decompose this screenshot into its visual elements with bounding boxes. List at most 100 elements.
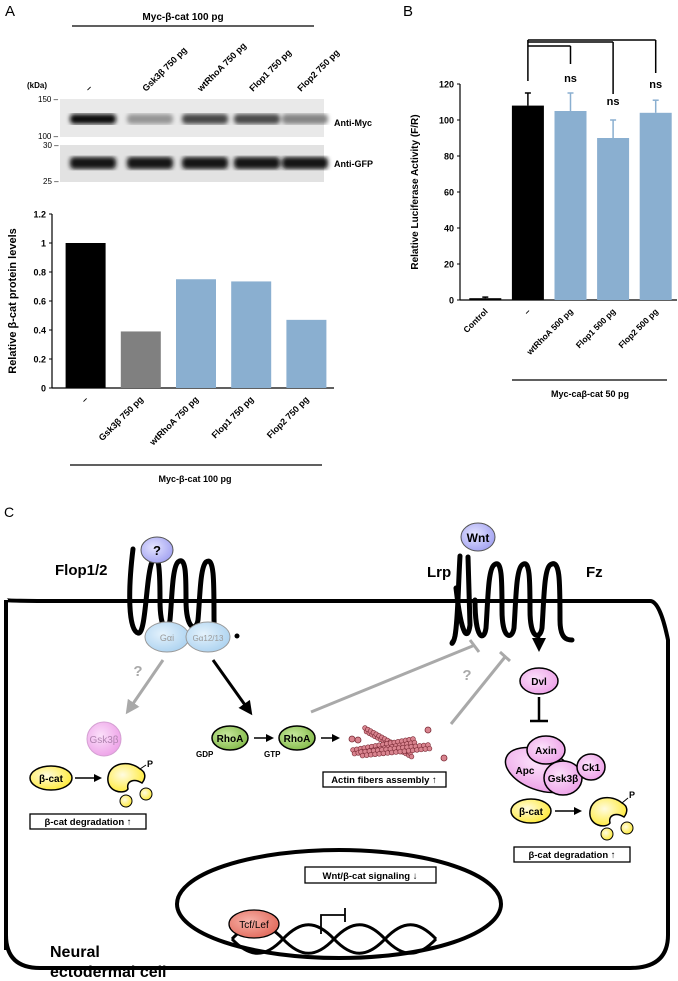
gfp-band [182,157,228,169]
wnt-signaling-box [304,866,437,884]
bcat-degradation-right-label: β-cat degradation ↑ [528,850,615,861]
bar [231,281,272,388]
x-tick-label: Control [461,306,489,334]
question-mark-2: ? [462,667,471,684]
bar [65,243,106,388]
actin-assembly-label: Actin fibers assembly ↑ [331,775,437,786]
y-tick-label: 1 [41,239,46,249]
significance-label: ns [564,73,577,85]
unknown-ligand-label: ? [153,543,161,558]
chart-b-group-label: Myc-caβ-cat 50 pg [551,389,629,399]
myc-band [127,114,173,124]
marker-100: 100 – [38,132,59,141]
y-tick-label: 100 [439,116,454,126]
bar [286,319,327,388]
unknown-ligand [140,536,174,564]
fragment-left-1 [119,794,133,808]
y-tick-label: 120 [439,80,454,90]
wnt-label: Wnt [467,531,490,545]
gfp-band [70,157,116,169]
y-tick-label: 0 [449,296,454,306]
x-tick-label: Gsk3β 750 pg [97,394,145,442]
bcat-left [29,765,73,791]
myc-band [182,114,228,124]
x-tick-label: – [522,306,533,317]
actin-monomer [426,745,433,752]
marker-150: 150 – [38,95,59,104]
flop-receptor [127,546,221,638]
blot-group-label: Myc-β-cat 100 pg [142,12,223,23]
panel-label-b: B [403,3,413,20]
axin-label: Axin [535,746,557,757]
rhoa-gtp [278,725,316,751]
blot-lane-label: wtRhoA 750 pg [195,41,249,95]
gsk3b-right-label: Gsk3β [548,774,579,785]
wnt-signaling-label: Wnt/β-cat signaling ↓ [323,871,418,882]
x-tick-label: – [79,394,90,405]
cell-membrane [4,598,670,970]
gray-inhibition-bar-2 [498,650,512,663]
y-tick-label: 40 [444,224,454,234]
bar [511,105,544,300]
blot-lane-label: – [83,83,94,94]
y-tick-label: 1.2 [33,210,46,220]
gfp-band [127,157,173,169]
phospho-bcat-left [107,762,146,793]
bcat-right-label: β-cat [519,807,544,818]
gtp-label: GTP [264,750,281,759]
gdp-label: GDP [196,750,214,759]
lrp-label: Lrp [427,564,451,581]
actin-fibers [348,725,448,762]
lrp-stalk [449,553,463,646]
actin-monomer-free [440,754,448,762]
blot-lane-label: Flop1 750 pg [247,47,293,93]
y-tick-label: 0.4 [33,326,46,336]
dvl-label: Dvl [531,677,547,688]
chart-b-ylabel: Relative Luciferase Activity (F/R) [410,114,421,269]
myc-band [234,114,280,124]
western-blot-myc [60,99,328,137]
rhoa-gdp-label: RhoA [217,734,244,745]
gray-inhibition-bar-1 [468,639,481,653]
gsk3b-right [543,760,583,796]
y-tick-label: 20 [444,260,454,270]
galpha-i-label: Gαi [160,633,174,643]
marker-25: 25 – [43,177,59,186]
apc-label: Apc [516,766,535,777]
blot-lane-label: Gsk3β 750 pg [140,45,188,93]
bar [554,111,587,300]
gray-inhibition-line-2 [449,656,507,725]
kda-label: (kDa) [27,81,47,90]
galpha-12-13 [185,621,231,653]
gfp-band [282,157,328,169]
x-tick-label: wtRhoA 750 pg [147,394,201,448]
nucleus [175,848,503,960]
y-tick-label: 60 [444,188,454,198]
bcat-right [510,798,552,824]
question-mark-1: ? [133,663,142,680]
fragment-right-1 [600,827,614,841]
y-tick-label: 0.2 [33,355,46,365]
fz-label: Fz [586,564,603,581]
bcat-degradation-left-label: β-cat degradation ↑ [44,817,131,828]
actin-assembly-box [322,771,447,788]
panel-label-a: A [5,3,15,20]
actin-monomer-free [354,736,362,744]
y-tick-label: 80 [444,152,454,162]
panel-label-c: C [4,504,14,520]
gsk3b-left-label: Gsk3β [89,735,118,746]
x-tick-label: Flop2 750 pg [265,394,311,440]
y-tick-label: 0.6 [33,297,46,307]
gfp-band [234,157,280,169]
western-blot-gfp [60,145,328,182]
tcf-lef [228,909,280,939]
axin [526,735,566,765]
phospho-right-label: P [629,790,635,800]
significance-label: ns [607,96,620,108]
actin-monomer [408,753,415,760]
phospho-bond-left [139,764,147,770]
galpha-12-13-label: Gα12/13 [193,634,224,643]
bcat-left-label: β-cat [39,774,64,785]
gsk3b-left [86,721,122,757]
